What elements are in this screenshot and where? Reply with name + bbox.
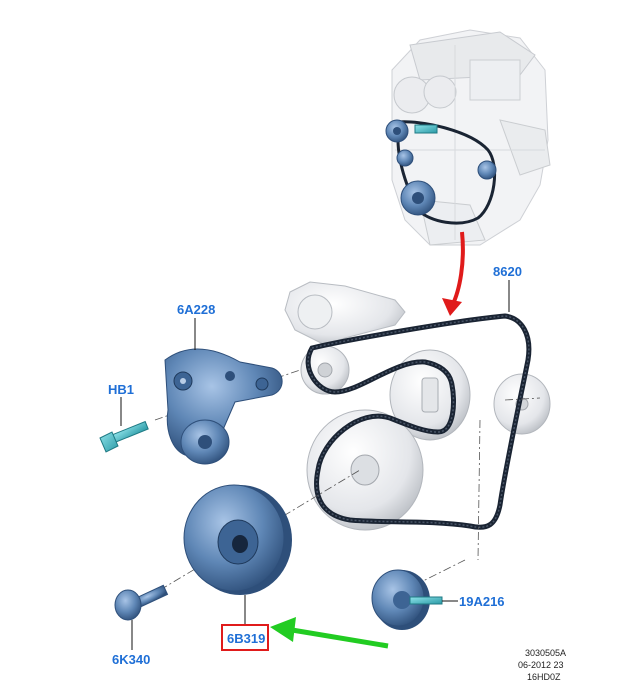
- figure-date: 06-2012 23: [518, 660, 564, 670]
- highlight-box: [221, 624, 269, 651]
- engine-tensioner-small: [396, 149, 414, 167]
- callout-tensioner: 6A228: [177, 302, 215, 317]
- drive-belt: [305, 313, 532, 530]
- crankshaft-pulley: [183, 484, 292, 595]
- leader-lines: [120, 280, 510, 650]
- ghost-bracket: [284, 281, 406, 346]
- figure-ref: 16HD0Z: [527, 672, 561, 682]
- callout-crank-bolt: 6K340: [112, 652, 150, 667]
- figure-code: 3030505A: [525, 648, 566, 658]
- red-arrow: [442, 231, 465, 316]
- engine-bracket-cyan: [414, 124, 438, 134]
- idler-pulley: [371, 569, 443, 630]
- callout-idler-pulley: 19A216: [459, 594, 505, 609]
- engine-pulley-upper: [385, 119, 409, 143]
- tensioner-assembly: [164, 348, 283, 465]
- callout-tensioner-bolt: HB1: [108, 382, 134, 397]
- tensioner-bolt: [99, 420, 149, 453]
- engine-crank-pulley: [400, 180, 436, 216]
- callout-crank-pulley: 6B319: [227, 631, 265, 646]
- crankshaft-bolt: [114, 584, 169, 621]
- green-arrow: [270, 617, 389, 649]
- callout-belt: 8620: [493, 264, 522, 279]
- engine-idler-small: [477, 160, 497, 180]
- ghost-large-pulley: [306, 409, 424, 531]
